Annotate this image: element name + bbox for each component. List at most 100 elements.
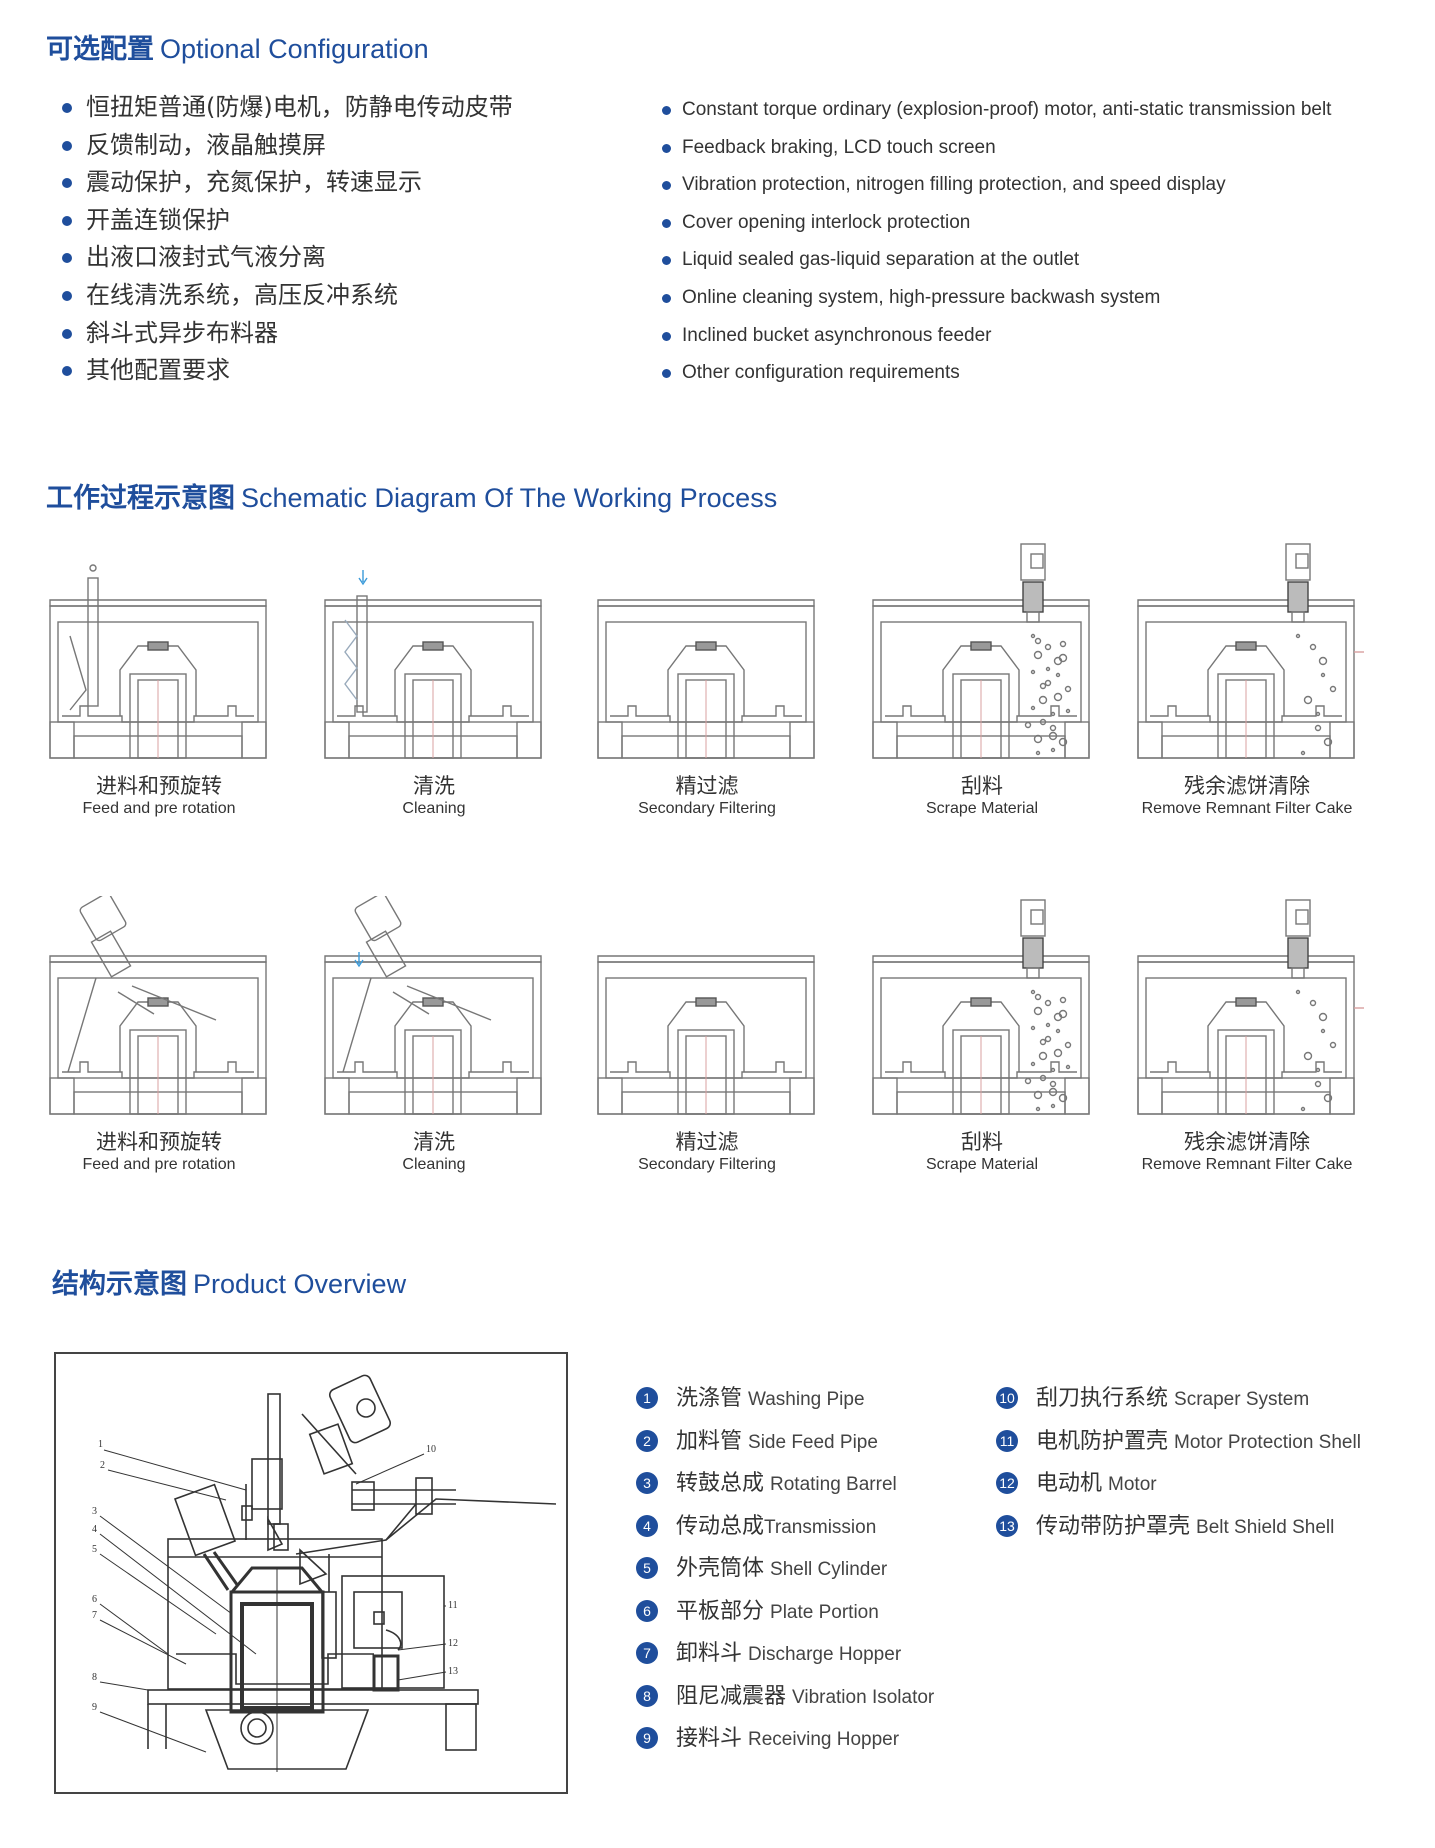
bullet-icon	[662, 218, 671, 228]
bullet-icon	[62, 290, 72, 301]
config-item-cn: 其他配置要求	[62, 352, 513, 390]
overview-title-en: Product Overview	[193, 1269, 407, 1299]
process-step-filter: 精过滤 Secondary Filtering	[588, 540, 838, 817]
process-caption-en: Remove Remnant Filter Cake	[1141, 800, 1353, 817]
callout-label: 4	[92, 1524, 97, 1535]
process-caption-en: Secondary Filtering	[638, 800, 776, 817]
bullet-icon	[662, 369, 671, 379]
process-caption-en: Remove Remnant Filter Cake	[1141, 1156, 1353, 1173]
process-title-en: Schematic Diagram Of The Working Process	[241, 483, 778, 513]
bullet-icon	[662, 293, 671, 303]
process-drawing-clean	[324, 896, 542, 1115]
bullet-icon	[62, 253, 72, 264]
config-item-cn: 出液口液封式气液分离	[62, 239, 513, 277]
part-number-badge: 7	[636, 1642, 658, 1664]
config-item-cn: 在线清洗系统，高压反冲系统	[62, 277, 513, 315]
part-number-badge: 6	[636, 1599, 658, 1622]
bullet-icon	[62, 103, 72, 113]
callout-label: 11	[448, 1600, 458, 1611]
process-caption-cn: 进料和预旋转	[96, 774, 222, 798]
part-number-badge: 3	[636, 1472, 658, 1494]
part-number-badge: 11	[996, 1429, 1018, 1452]
config-item-cn: 斜斗式异步布料器	[62, 315, 513, 353]
callout-label: 9	[92, 1702, 97, 1713]
bullet-icon	[62, 328, 72, 339]
process-step-remnant: 残余滤饼清除 Remove Remnant Filter Cake	[1128, 540, 1378, 817]
process-caption-en: Cleaning	[402, 800, 466, 817]
callout-label: 7	[92, 1610, 97, 1621]
bullet-icon	[662, 181, 671, 191]
part-number-badge: 10	[996, 1387, 1018, 1409]
optional-config-title-cn: 可选配置	[46, 34, 154, 65]
process-caption-cn: 精过滤	[675, 774, 739, 798]
process-caption-cn: 残余滤饼清除	[1184, 774, 1310, 798]
callout-label: 6	[92, 1594, 97, 1605]
callout-label: 10	[426, 1444, 436, 1455]
centrifuge-drawing: 1 2 3 4 5 6 7 8 9 10 11 12 13	[92, 1374, 557, 1772]
config-item-en: Online cleaning system, high-pressure ba…	[662, 279, 1331, 317]
config-item-en: Constant torque ordinary (explosion-proo…	[662, 91, 1331, 129]
config-list-cn: 恒扭矩普通(防爆)电机，防静电传动皮带 反馈制动，液晶触摸屏 震动保护，充氮保护…	[62, 89, 513, 390]
process-caption-cn: 清洗	[413, 774, 455, 798]
process-drawing-scrape	[872, 543, 1090, 759]
process-drawing-clean	[324, 570, 542, 759]
process-caption-en: Cleaning	[402, 1156, 466, 1173]
part-number-badge: 12	[996, 1472, 1018, 1494]
process-drawing-feed	[49, 564, 267, 759]
process-caption-cn: 精过滤	[675, 1130, 739, 1154]
process-drawing-remnant	[1137, 899, 1364, 1115]
config-item-cn: 恒扭矩普通(防爆)电机，防静电传动皮带	[62, 89, 513, 127]
process-caption-cn: 进料和预旋转	[96, 1130, 222, 1154]
bullet-icon	[662, 143, 671, 153]
process-caption-cn: 刮料	[961, 774, 1003, 798]
part-number-badge: 13	[996, 1514, 1018, 1537]
process-title-cn: 工作过程示意图	[46, 483, 235, 514]
config-item-cn: 反馈制动，液晶触摸屏	[62, 127, 513, 165]
config-item-en: Inclined bucket asynchronous feeder	[662, 317, 1331, 355]
callout-label: 5	[92, 1544, 97, 1555]
callout-label: 2	[100, 1460, 105, 1471]
process-drawing-remnant	[1137, 543, 1364, 759]
callout-label: 3	[92, 1506, 97, 1517]
bullet-icon	[662, 256, 671, 266]
callout-label: 12	[448, 1638, 458, 1649]
process-drawing-feed	[49, 896, 267, 1115]
part-number-badge: 5	[636, 1557, 658, 1579]
callout-label: 8	[92, 1672, 97, 1683]
part-number-badge: 2	[636, 1429, 658, 1452]
process-caption-en: Secondary Filtering	[638, 1156, 776, 1173]
process-drawing-scrape	[872, 899, 1090, 1115]
bullet-icon	[662, 106, 671, 115]
config-list-en: Constant torque ordinary (explosion-proo…	[662, 91, 1331, 392]
process-drawing-filter	[597, 955, 815, 1115]
config-item-en: Vibration protection, nitrogen filling p…	[662, 166, 1331, 204]
bullet-icon	[62, 215, 72, 226]
process-caption-en: Scrape Material	[925, 1156, 1039, 1173]
config-item-cn: 震动保护，充氮保护，转速显示	[62, 164, 513, 202]
product-overview-diagram: 1 2 3 4 5 6 7 8 9 10 11 12 13	[54, 1352, 568, 1794]
part-number-badge: 8	[636, 1684, 658, 1707]
config-item-cn: 开盖连锁保护	[62, 202, 513, 240]
process-drawing-filter	[597, 599, 815, 759]
config-item-en: Other configuration requirements	[662, 354, 1331, 392]
